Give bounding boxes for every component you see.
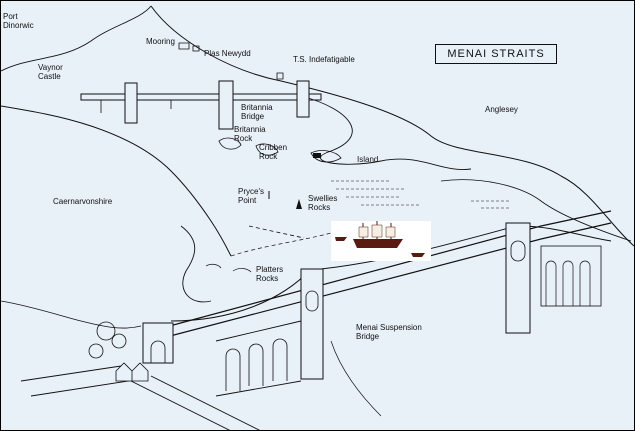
caernarvonshire-shoreline (1, 105, 232, 257)
map-title: MENAI STRAITS (435, 44, 557, 64)
label-britannia-rock: Britannia Rock (234, 125, 266, 143)
label-platters-rocks: Platters Rocks (256, 265, 284, 283)
label-vaynor-castle: Vaynor Castle (38, 63, 63, 81)
label-britannia-bridge: Britannia Bridge (241, 103, 273, 121)
anglesey-shoreline (150, 5, 634, 247)
label-ts-indefatigable: T.S. Indefatigable (293, 55, 355, 64)
ship-scene (331, 221, 431, 261)
label-port-dinorwic: Port Dinorwic (3, 12, 34, 30)
tug-boat-icon (335, 237, 425, 257)
britannia-bridge-icon (80, 80, 322, 130)
label-mooring: Mooring (146, 37, 175, 46)
label-island: Island (357, 155, 379, 164)
label-plas-newydd: Plas Newydd (204, 49, 251, 58)
menai-suspension-bridge-icon (142, 210, 612, 397)
house-icon (115, 362, 149, 382)
label-caernarvonshire: Caernarvonshire (53, 197, 113, 206)
label-cribben-rock: Cribben Rock (259, 143, 288, 161)
label-swellies-rocks: Swellies Rocks (308, 194, 338, 212)
label-anglesey: Anglesey (485, 105, 518, 114)
swellies-beacon (296, 199, 302, 209)
label-pryces-point: Pryce's Point (238, 187, 264, 205)
label-menai-suspension-bridge: Menai Suspension Bridge (356, 323, 422, 341)
tree-icon (88, 321, 127, 359)
sailing-ship-icon (353, 221, 403, 248)
